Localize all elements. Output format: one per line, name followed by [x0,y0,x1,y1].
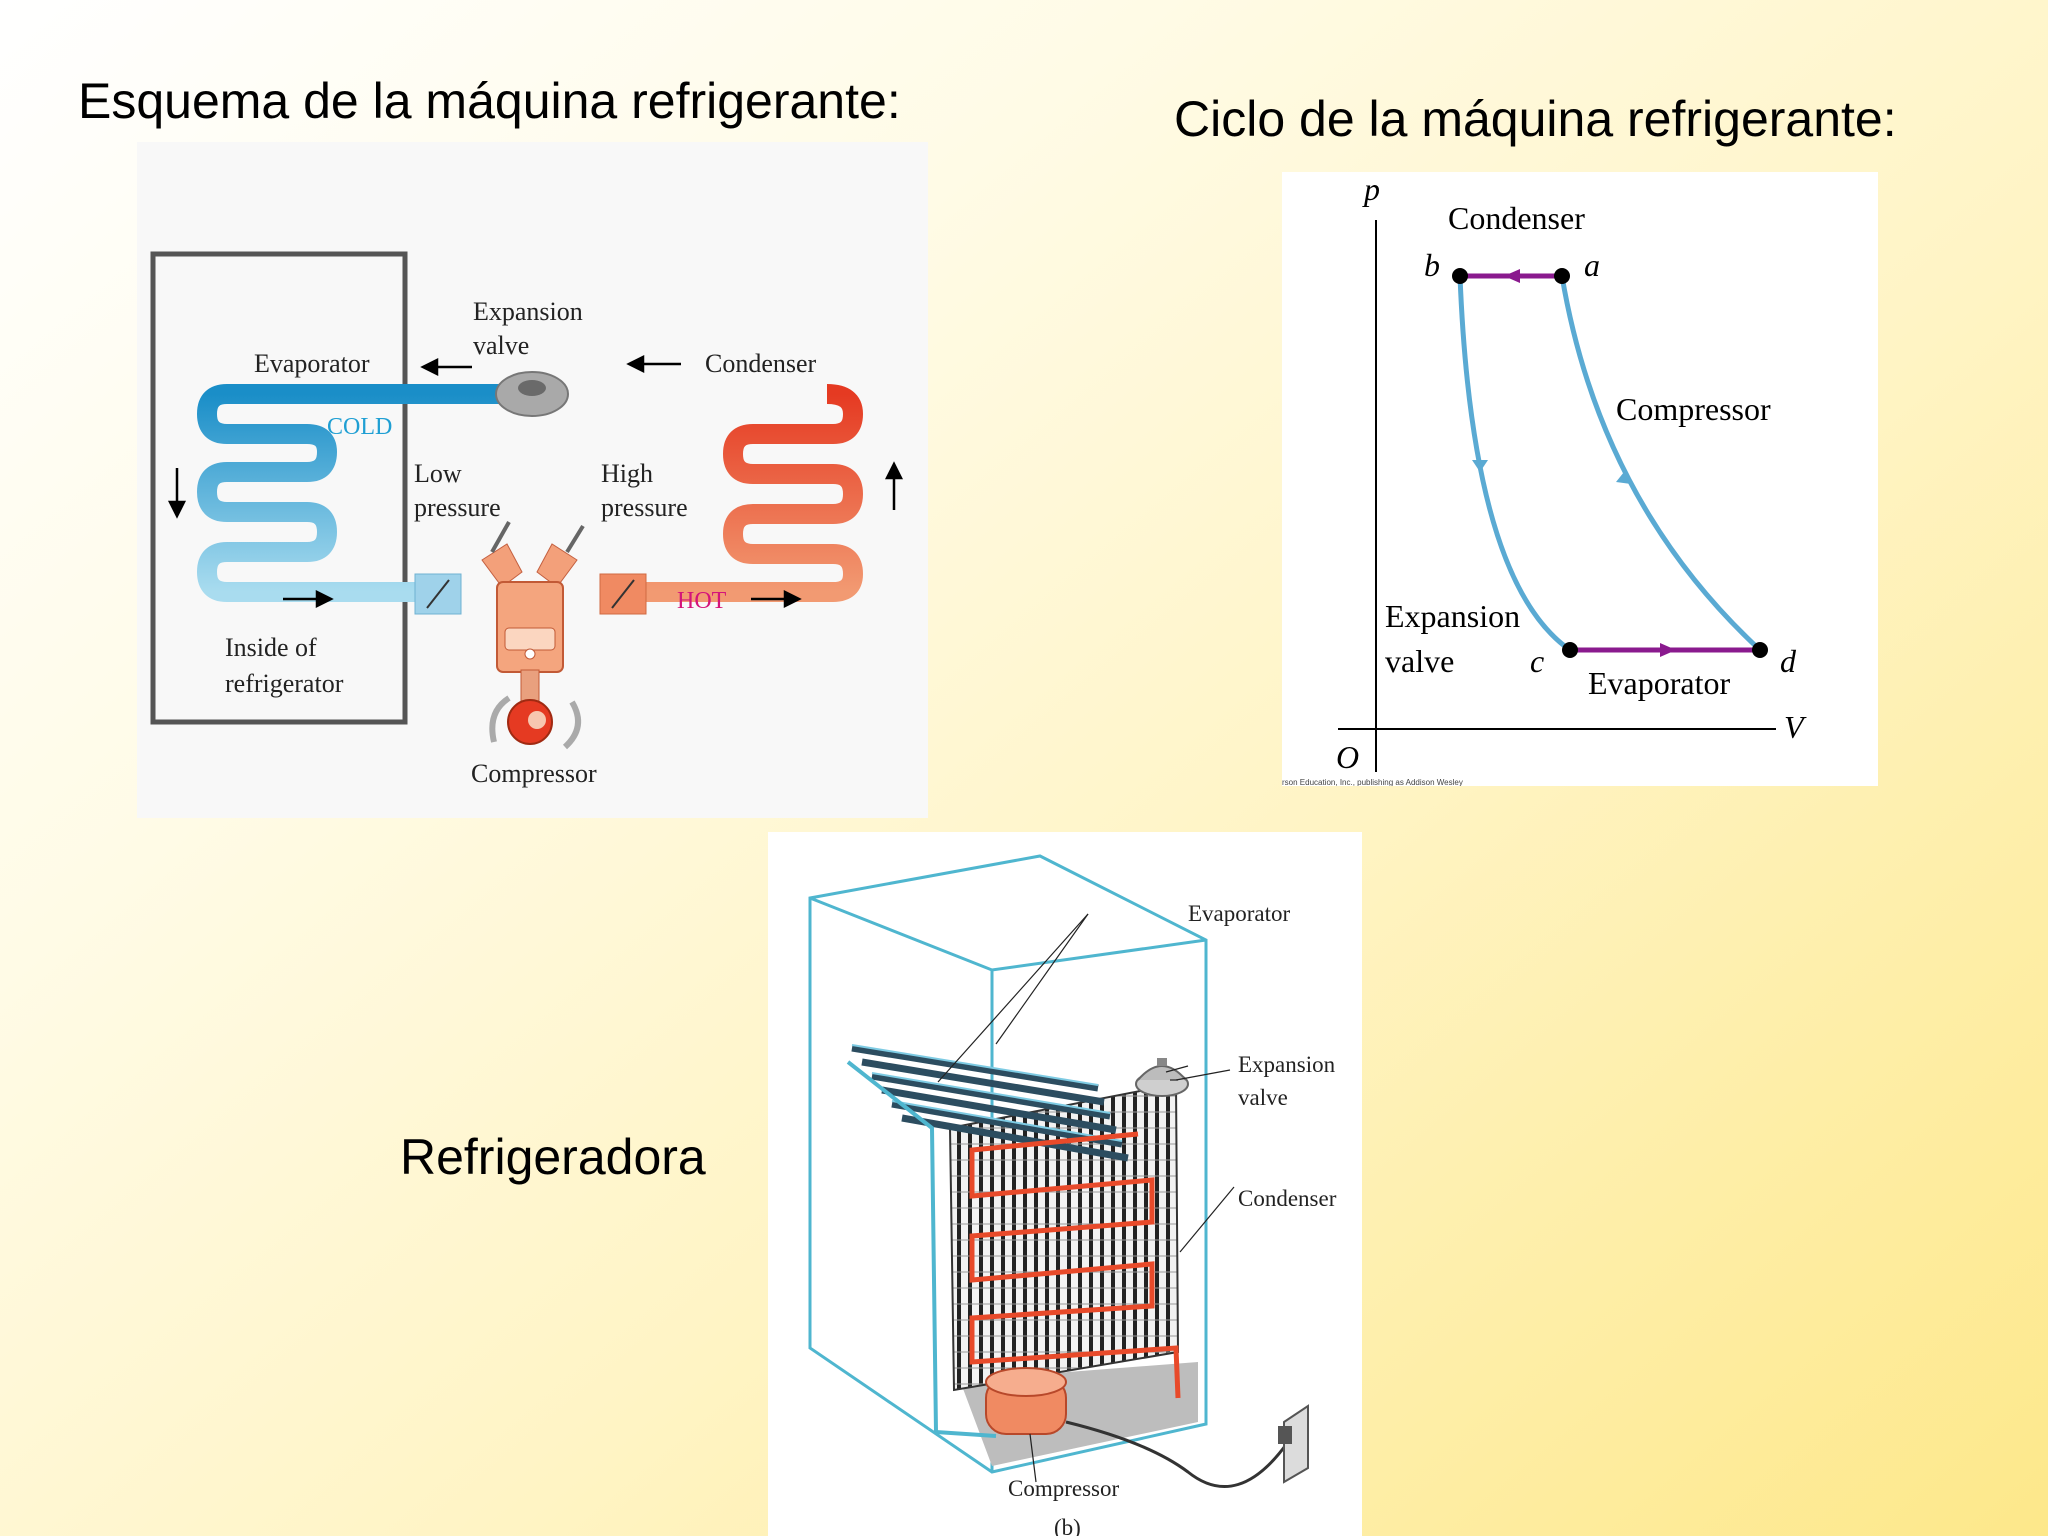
condenser-label: Condenser [1448,200,1585,236]
low-pressure-label-1: Low [414,459,462,488]
expansion-valve-icon [1135,1058,1189,1097]
leader-lines [937,913,1235,1483]
p-axis-label: p [1362,172,1380,207]
refrigerator-illustration-panel: Evaporator Expansion valve Condenser Com… [768,832,1362,1536]
evaporator-coil [197,384,545,602]
origin-label: O [1336,739,1359,775]
compressor-label: Compressor [471,759,597,788]
pv-cycle-panel: p V O b a c d Condenser Compressor Expan… [1282,172,1878,786]
expansion-valve-label-2: valve [473,331,529,360]
pv-cycle-diagram: p V O b a c d Condenser Compressor Expan… [1282,172,1807,786]
flow-arrows [167,354,904,609]
point-c-label: c [1530,643,1544,679]
point-b-label: b [1424,247,1440,283]
evaporator-label: Evaporator [1188,901,1291,926]
refrigeration-schematic-panel: Evaporator Expansion valve Condenser COL… [137,142,928,818]
condenser-arrow-icon [1504,269,1520,283]
compressor-label: Compressor [1008,1476,1120,1501]
refrigerant-path-hot [969,1131,1181,1399]
power-cord [1065,1420,1290,1488]
point-b [1452,268,1468,284]
condenser-label: Condenser [1238,1186,1337,1211]
power-outlet-icon [1278,1404,1309,1484]
expansion-label-1: Expansion [1385,598,1520,634]
evaporator-coil-highlight [851,1044,1123,1142]
condenser-coil [617,384,863,602]
compressor-icon [985,1367,1067,1435]
high-pressure-valve [599,573,647,615]
low-pressure-label-2: pressure [414,493,501,522]
condenser-label: Condenser [705,349,817,378]
compressor-icon [481,521,585,750]
high-pressure-label-2: pressure [601,493,688,522]
point-a [1554,268,1570,284]
low-valve-flap [426,579,450,609]
cold-label: COLD [327,414,392,440]
evaporator-arrow-icon [1660,643,1676,657]
expansion-arrow-icon [1472,460,1488,472]
evaporator-label: Evaporator [1588,665,1731,701]
schema-title: Esquema de la máquina refrigerante: [78,73,901,129]
v-axis-label: V [1784,709,1807,745]
compressor-curve [1559,275,1762,652]
refrigerator-box [150,251,408,725]
compressor-arrow-icon [1616,472,1631,484]
refrigeration-schematic: Evaporator Expansion valve Condenser COL… [150,251,904,788]
refrigerant-path-cold [846,1060,997,1438]
refrigerator-illustration: Evaporator Expansion valve Condenser Com… [808,854,1337,1536]
expansion-label-2: valve [1385,643,1454,679]
figure-caption: (b) [1054,1515,1081,1536]
high-pressure-label-1: High [601,459,653,488]
valve-cap [518,380,546,396]
point-d [1752,642,1768,658]
point-a-label: a [1584,247,1600,283]
point-c [1562,642,1578,658]
point-d-label: d [1780,643,1797,679]
expansion-curve [1457,275,1572,653]
inside-label-2: refrigerator [225,669,344,698]
evaporator-label: Evaporator [254,349,370,378]
expansion-label-2: valve [1238,1085,1288,1110]
fridge-title: Refrigeradora [400,1129,706,1185]
expansion-label-1: Expansion [1238,1052,1336,1077]
compressor-label: Compressor [1616,391,1771,427]
high-valve-flap [611,579,635,609]
credit-text: rson Education, Inc., publishing as Addi… [1282,778,1463,786]
inside-label-1: Inside of [225,633,317,662]
hot-label: HOT [677,588,727,614]
expansion-valve-label-1: Expansion [473,297,583,326]
cycle-title: Ciclo de la máquina refrigerante: [1174,91,1897,147]
